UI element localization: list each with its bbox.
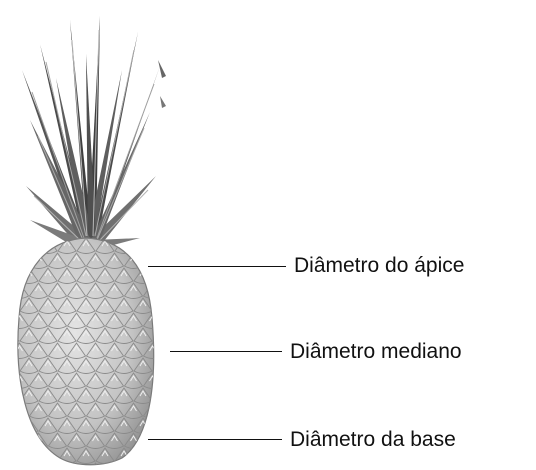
middle-diameter-label: Diâmetro mediano [290,341,462,362]
fruit-scale-highlight [140,451,146,456]
fruit-scale [1,238,19,254]
apex-diameter-label: Diâmetro do ápice [294,255,464,276]
fruit-scale-highlight [159,421,165,426]
fruit-scale-highlight [159,391,165,396]
fruit-scale-highlight [45,451,51,456]
base-leader-line [148,439,282,440]
fruit-scale [144,433,162,449]
fruit-scale [11,433,29,449]
fruit-scale-highlight [150,256,156,261]
fruit-scale [153,298,171,314]
fruit-scale [11,463,29,470]
fruit-scale [11,253,29,269]
fruit-scale-highlight [159,271,165,276]
fruit-scale-highlight [45,241,51,246]
fruit-scale [1,448,19,464]
fruit-scale-highlight [140,241,146,246]
fruit-scale-highlight [131,466,137,470]
fruit-scale [1,358,19,374]
fruit-scale [153,448,171,464]
fruit-scale-highlight [36,466,42,470]
fruit-scale [153,358,171,374]
fruit-scale-highlight [17,256,23,261]
fruit-scale [1,268,19,284]
fruit-scale-highlight [55,466,61,470]
fruit-scale [153,268,171,284]
fruit-scale-highlight [112,466,118,470]
fruit-scale-highlight [17,286,23,291]
fruit-scale-highlight [26,451,32,456]
fruit-scale [1,328,19,344]
fruit-scale [1,388,19,404]
fruit-scale-highlight [17,436,23,441]
fruit-scale-highlight [17,466,23,470]
fruit-body [1,238,171,470]
fruit-scale [1,298,19,314]
middle-leader-line [170,351,282,352]
fruit-scale-highlight [7,271,13,276]
fruit-scale-highlight [159,331,165,336]
fruit-scale-highlight [7,421,13,426]
fruit-scale [153,418,171,434]
fruit-scale [153,238,171,254]
fruit-scale-highlight [150,466,156,470]
fruit-scale-highlight [7,451,13,456]
fruit-scale [106,463,124,470]
fruit-scale-highlight [159,451,165,456]
fruit-scale [1,418,19,434]
fruit-scale-highlight [150,406,156,411]
fruit-scale-highlight [159,361,165,366]
fruit-scale [30,463,48,470]
apex-leader-line [148,266,286,267]
fruit-scale-highlight [7,301,13,306]
fruit-scale-highlight [159,301,165,306]
fruit-scale-highlight [26,241,32,246]
fruit-scale-highlight [93,466,99,470]
fruit-scale-highlight [159,241,165,246]
base-diameter-label: Diâmetro da base [290,429,456,450]
fruit-scale [20,448,38,464]
fruit-scale [144,463,162,470]
fruit-scale [134,238,152,254]
fruit-scale-highlight [74,466,80,470]
fruit-scale [134,448,152,464]
fruit-scale-highlight [17,406,23,411]
fruit-scale [153,328,171,344]
crown-leaves [22,16,166,248]
fruit-scale-highlight [7,391,13,396]
fruit-scale [153,388,171,404]
fruit-scale [49,463,67,470]
fruit-scale-highlight [7,241,13,246]
fruit-scale [125,463,143,470]
fruit-scale-highlight [7,361,13,366]
fruit-scale-highlight [7,331,13,336]
fruit-scale-highlight [150,286,156,291]
fruit-scale [20,238,38,254]
